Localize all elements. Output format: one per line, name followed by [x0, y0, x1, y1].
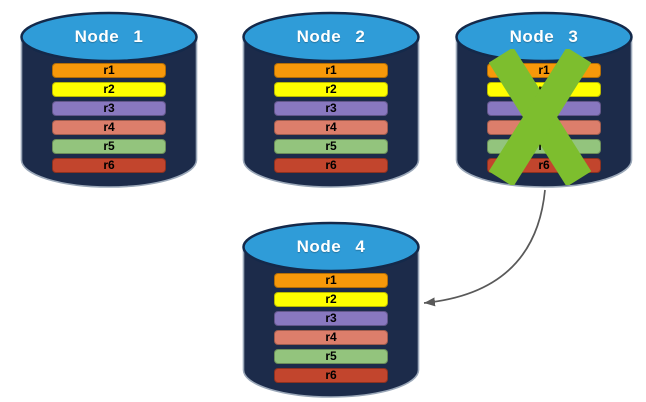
replica-list: r1 r2 r3 r4 r5 r6 — [52, 63, 166, 177]
node-2: Node 2 r1 r2 r3 r4 r5 r6 — [242, 7, 420, 190]
node-title: Node 4 — [296, 237, 366, 256]
replica-bar: r2 — [52, 82, 166, 97]
replica-bar: r1 — [274, 63, 388, 78]
replica-bar: r6 — [52, 158, 166, 173]
replica-bar: r4 — [52, 120, 166, 135]
replica-list: r1 r2 r3 r4 r5 r6 — [274, 63, 388, 177]
replica-label: r3 — [103, 101, 115, 115]
replica-label: r1 — [325, 63, 337, 77]
replica-label: r1 — [538, 63, 550, 77]
replica-label: r2 — [325, 82, 337, 96]
replica-label: r5 — [325, 139, 337, 153]
replica-label: r4 — [325, 330, 337, 344]
failover-arrow-icon — [423, 189, 546, 307]
replica-label: r2 — [103, 82, 115, 96]
replica-label: r5 — [103, 139, 115, 153]
node-4: Node 4 r1 r2 r3 r4 r5 r6 — [242, 217, 420, 400]
replica-bar: r6 — [274, 368, 388, 383]
replica-bar: r5 — [274, 139, 388, 154]
replica-bar: r4 — [274, 330, 388, 345]
replica-label: r1 — [103, 63, 115, 77]
replica-bar: r6 — [274, 158, 388, 173]
replica-list: r1 r2 r3 r4 r5 r6 — [274, 273, 388, 387]
replica-label: r2 — [325, 292, 337, 306]
replica-bar: r5 — [52, 139, 166, 154]
node-title: Node 3 — [509, 27, 579, 46]
replica-bar: r2 — [274, 292, 388, 307]
node-1: Node 1 r1 r2 r3 r4 r5 r6 — [20, 7, 198, 190]
replica-bar: r5 — [274, 349, 388, 364]
replica-bar: r3 — [52, 101, 166, 116]
replica-label: r4 — [325, 120, 337, 134]
replica-bar: r1 — [52, 63, 166, 78]
replica-label: r3 — [325, 311, 337, 325]
replica-bar: r1 — [274, 273, 388, 288]
replica-label: r3 — [325, 101, 337, 115]
replica-label: r6 — [325, 158, 337, 172]
node-title: Node 1 — [74, 27, 144, 46]
replica-label: r6 — [103, 158, 115, 172]
failed-x-icon — [489, 49, 591, 185]
replica-bar: r3 — [274, 311, 388, 326]
replica-bar: r3 — [274, 101, 388, 116]
replica-label: r6 — [325, 368, 337, 382]
replica-label: r6 — [538, 158, 550, 172]
node-title: Node 2 — [296, 27, 366, 46]
replica-label: r5 — [325, 349, 337, 363]
replica-bar: r2 — [274, 82, 388, 97]
replica-label: r4 — [103, 120, 115, 134]
replica-label: r1 — [325, 273, 337, 287]
replica-bar: r4 — [274, 120, 388, 135]
